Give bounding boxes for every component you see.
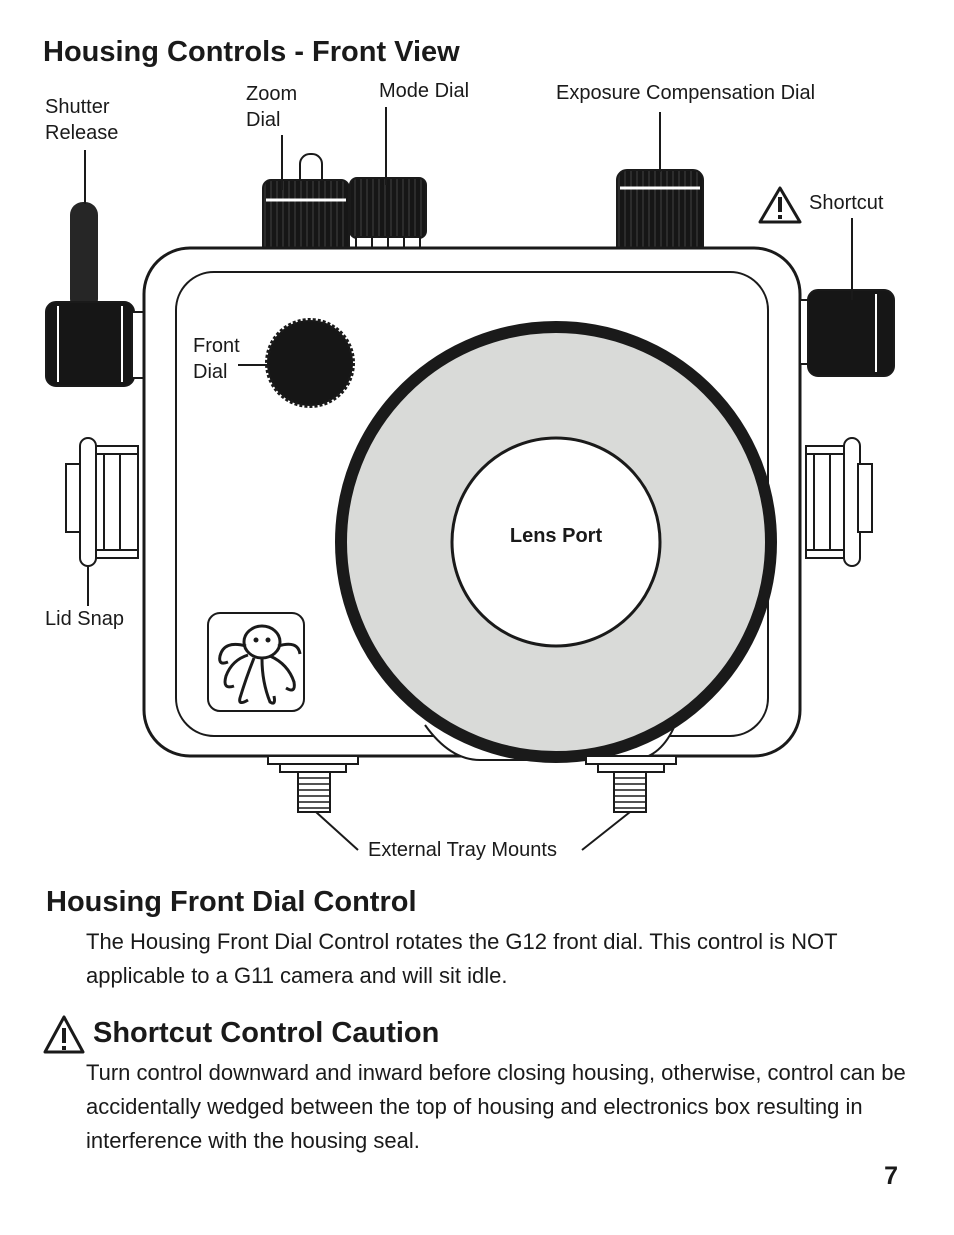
section-title-shortcut-caution: Shortcut Control Caution [93, 1017, 440, 1049]
section-body-shortcut-caution: Turn control downward and inward before … [86, 1060, 906, 1153]
housing-front-diagram [45, 107, 895, 851]
label-mode-dial: Mode Dial [379, 80, 470, 102]
shutter-release-control [45, 202, 145, 387]
label-lens-port: Lens Port [509, 525, 603, 547]
lid-snap-right [805, 437, 873, 567]
page-number: 7 [884, 1162, 898, 1190]
label-shutter-release: Shutter Release [45, 96, 119, 144]
page-title: Housing Controls - Front View [43, 36, 460, 68]
leader-lines [84, 107, 853, 851]
shortcut-control [799, 289, 895, 377]
lid-snap-left [65, 437, 139, 567]
lens-port-window [450, 436, 662, 648]
label-shortcut: Shortcut [809, 192, 884, 214]
section-title-front-dial: Housing Front Dial Control [46, 886, 417, 918]
warning-triangle-icon [43, 1015, 85, 1054]
label-zoom-dial: Zoom Dial [246, 83, 298, 131]
front-dial-control [265, 318, 355, 408]
octopus-logo-icon [207, 612, 305, 712]
warning-triangle-icon [758, 186, 802, 224]
tray-mount-left [267, 755, 359, 813]
tray-mount-right [585, 755, 677, 813]
label-lid-snap: Lid Snap [45, 608, 124, 630]
label-front-dial: Front Dial [193, 335, 240, 383]
label-exposure-compensation-dial: Exposure Compensation Dial [556, 82, 816, 104]
section-body-front-dial: The Housing Front Dial Control rotates t… [86, 929, 838, 988]
label-external-tray-mounts: External Tray Mounts [368, 839, 557, 861]
